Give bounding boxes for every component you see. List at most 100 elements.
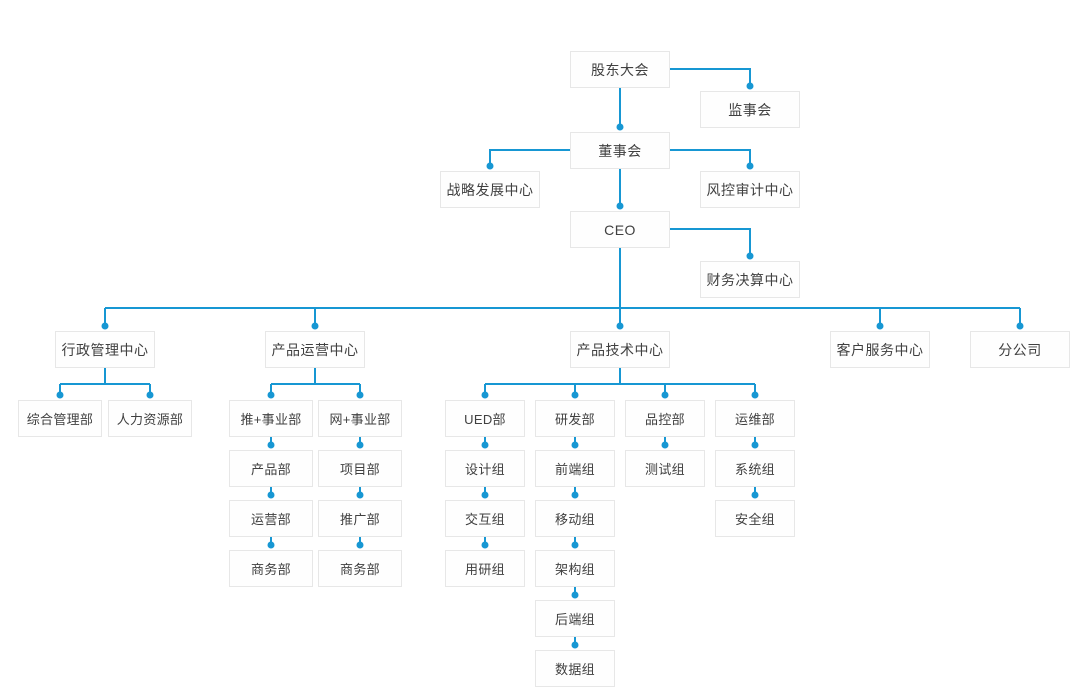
org-node-label: 财务决算中心	[706, 271, 794, 288]
org-node-architecture-group[interactable]: 架构组	[535, 550, 615, 587]
connector-line	[670, 68, 751, 86]
connector-dot	[661, 391, 669, 399]
org-node-product-ops-center[interactable]: 产品运营中心	[265, 331, 365, 368]
connector-dot	[746, 252, 754, 260]
org-node-testing-group[interactable]: 测试组	[625, 450, 705, 487]
org-node-label: 股东大会	[591, 61, 649, 78]
org-node-label: 移动组	[555, 512, 595, 527]
org-node-backend-group[interactable]: 后端组	[535, 600, 615, 637]
org-node-label: 客户服务中心	[836, 341, 924, 358]
org-node-ceo[interactable]: CEO	[570, 211, 670, 248]
org-node-interaction-group[interactable]: 交互组	[445, 500, 525, 537]
org-node-label: 后端组	[555, 612, 595, 627]
org-node-rd-dept[interactable]: 研发部	[535, 400, 615, 437]
org-node-board-of-directors[interactable]: 董事会	[570, 132, 670, 169]
org-node-shareholders-meeting[interactable]: 股东大会	[570, 51, 670, 88]
connector-dot	[101, 322, 109, 330]
org-node-label: 运营部	[251, 512, 291, 527]
org-node-risk-audit-center[interactable]: 风控审计中心	[700, 171, 800, 208]
connector-dot	[481, 491, 489, 499]
org-node-label: 推+事业部	[240, 412, 302, 427]
org-node-general-mgmt-dept[interactable]: 综合管理部	[18, 400, 102, 437]
org-node-design-group[interactable]: 设计组	[445, 450, 525, 487]
org-node-system-group[interactable]: 系统组	[715, 450, 795, 487]
connector-dot	[356, 391, 364, 399]
org-node-label: 研发部	[555, 412, 595, 427]
org-node-admin-mgmt-center[interactable]: 行政管理中心	[55, 331, 155, 368]
connector-dot	[571, 641, 579, 649]
org-node-branch-company[interactable]: 分公司	[970, 331, 1070, 368]
org-node-label: 商务部	[251, 562, 291, 577]
org-node-label: 运维部	[735, 412, 775, 427]
org-node-wang-business-unit[interactable]: 网+事业部	[318, 400, 402, 437]
org-node-label: 综合管理部	[26, 412, 94, 427]
org-node-label: 品控部	[645, 412, 685, 427]
connector-line	[489, 149, 570, 166]
org-node-om-dept[interactable]: 运维部	[715, 400, 795, 437]
connector-dot	[267, 491, 275, 499]
org-node-label: 分公司	[998, 341, 1042, 358]
connector-dot	[751, 391, 759, 399]
connector-dot	[661, 441, 669, 449]
connector-dot	[56, 391, 64, 399]
org-node-project-dept[interactable]: 项目部	[318, 450, 402, 487]
org-node-label: 人力资源部	[116, 412, 184, 427]
org-node-supervisory-board[interactable]: 监事会	[700, 91, 800, 128]
org-node-label: 前端组	[555, 462, 595, 477]
connector-dot	[481, 441, 489, 449]
connector-dot	[571, 591, 579, 599]
org-node-label: 产品部	[251, 462, 291, 477]
org-node-label: 监事会	[728, 101, 772, 118]
org-node-label: 交互组	[465, 512, 505, 527]
connector-dot	[751, 441, 759, 449]
org-node-label: 架构组	[555, 562, 595, 577]
org-node-promotion-dept[interactable]: 推广部	[318, 500, 402, 537]
connector-dot	[267, 541, 275, 549]
connector-dot	[616, 123, 624, 131]
org-node-product-dept[interactable]: 产品部	[229, 450, 313, 487]
connector-dot	[356, 541, 364, 549]
org-node-operation-dept[interactable]: 运营部	[229, 500, 313, 537]
org-node-label: UED部	[464, 412, 506, 427]
connector-dot	[571, 441, 579, 449]
org-node-data-group[interactable]: 数据组	[535, 650, 615, 687]
org-node-security-group[interactable]: 安全组	[715, 500, 795, 537]
org-node-user-research-group[interactable]: 用研组	[445, 550, 525, 587]
org-node-label: CEO	[604, 221, 636, 238]
connector-dot	[481, 391, 489, 399]
connector-dot	[876, 322, 884, 330]
org-node-tui-business-unit[interactable]: 推+事业部	[229, 400, 313, 437]
connector-dot	[356, 491, 364, 499]
connector-dot	[746, 82, 754, 90]
connector-dot	[356, 441, 364, 449]
connector-dot	[616, 202, 624, 210]
org-node-label: 产品运营中心	[271, 341, 359, 358]
connector-line	[670, 228, 751, 256]
org-node-label: 设计组	[465, 462, 505, 477]
connector-dot	[571, 541, 579, 549]
org-node-business-dept-2[interactable]: 商务部	[318, 550, 402, 587]
org-node-qc-dept[interactable]: 品控部	[625, 400, 705, 437]
org-node-product-tech-center[interactable]: 产品技术中心	[570, 331, 670, 368]
org-node-customer-service-center[interactable]: 客户服务中心	[830, 331, 930, 368]
org-node-frontend-group[interactable]: 前端组	[535, 450, 615, 487]
org-node-label: 安全组	[735, 512, 775, 527]
org-node-label: 网+事业部	[329, 412, 391, 427]
org-node-label: 战略发展中心	[446, 181, 534, 198]
org-node-label: 系统组	[735, 462, 775, 477]
org-node-label: 产品技术中心	[576, 341, 664, 358]
org-node-label: 数据组	[555, 662, 595, 677]
org-node-label: 推广部	[340, 512, 380, 527]
connector-dot	[146, 391, 154, 399]
org-node-mobile-group[interactable]: 移动组	[535, 500, 615, 537]
org-node-finance-settlement-center[interactable]: 财务决算中心	[700, 261, 800, 298]
org-node-label: 行政管理中心	[61, 341, 149, 358]
connector-line	[670, 149, 751, 166]
org-node-strategy-development-center[interactable]: 战略发展中心	[440, 171, 540, 208]
org-node-hr-dept[interactable]: 人力资源部	[108, 400, 192, 437]
connector-dot	[267, 391, 275, 399]
connector-dot	[751, 491, 759, 499]
org-node-business-dept-1[interactable]: 商务部	[229, 550, 313, 587]
org-node-ued-dept[interactable]: UED部	[445, 400, 525, 437]
